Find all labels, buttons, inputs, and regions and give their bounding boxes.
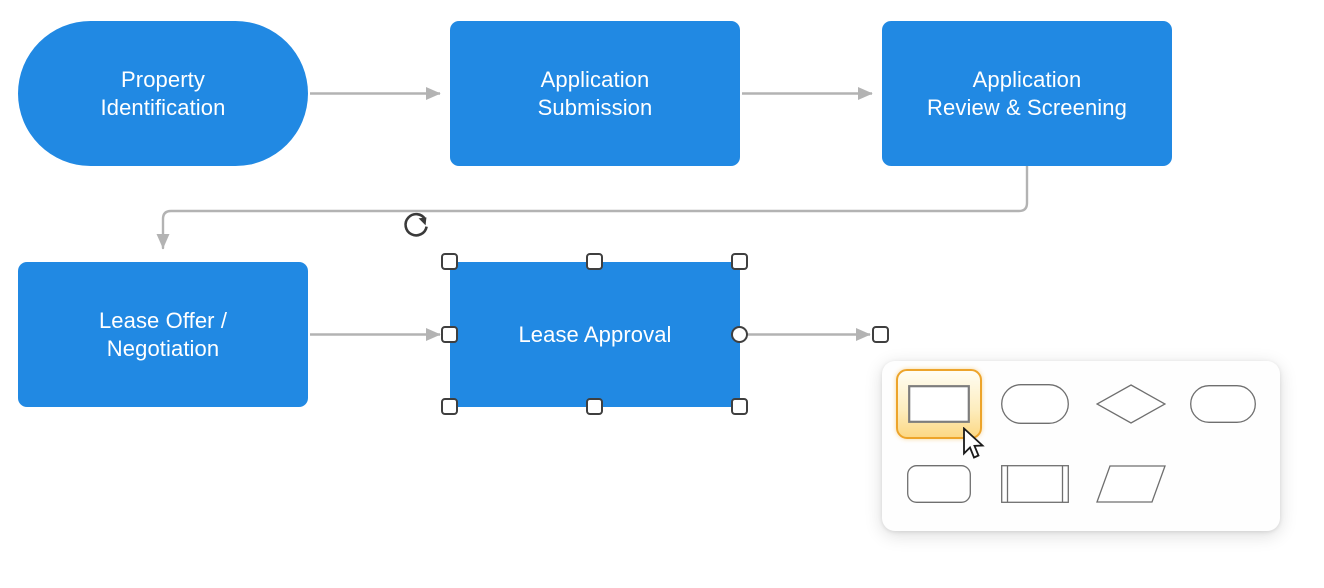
node-lease-offer-negotiation[interactable]: Lease Offer / Negotiation — [18, 262, 308, 407]
rectangle-shape-icon — [908, 385, 970, 423]
resize-handle-middle-left[interactable] — [441, 326, 458, 343]
node-lease-approval[interactable]: Lease Approval — [450, 262, 740, 407]
node-label: Lease Offer / Negotiation — [98, 307, 228, 361]
edge-review-to-offer[interactable] — [156, 164, 1029, 250]
shape-option-pill[interactable] — [1180, 369, 1266, 439]
node-label: Application Submission — [537, 66, 653, 120]
shape-palette-row-1 — [882, 361, 1280, 447]
resize-handle-top-right[interactable] — [731, 253, 748, 270]
shape-option-stadium[interactable] — [992, 369, 1078, 439]
node-application-review-screening[interactable]: Application Review & Screening — [882, 21, 1172, 166]
shape-option-diamond[interactable] — [1088, 369, 1174, 439]
shape-option-predefined-process[interactable] — [992, 453, 1078, 515]
resize-handle-top-left[interactable] — [441, 253, 458, 270]
shape-option-rounded-rectangle[interactable] — [896, 453, 982, 515]
node-application-submission[interactable]: Application Submission — [450, 21, 740, 166]
shape-palette-row-2 — [882, 449, 1280, 519]
diamond-shape-icon — [1096, 384, 1166, 424]
resize-handle-bottom-center[interactable] — [586, 398, 603, 415]
resize-handle-bottom-right[interactable] — [731, 398, 748, 415]
predefined-process-shape-icon — [1001, 465, 1069, 503]
connection-handle-middle-right[interactable] — [731, 326, 748, 343]
resize-handle-bottom-left[interactable] — [441, 398, 458, 415]
rounded-rectangle-shape-icon — [907, 465, 971, 503]
shape-picker-popup[interactable] — [882, 361, 1280, 531]
parallelogram-shape-icon — [1096, 465, 1166, 503]
stadium-shape-icon — [1001, 384, 1069, 424]
node-label: Application Review & Screening — [927, 66, 1127, 120]
shape-option-parallelogram[interactable] — [1088, 453, 1174, 515]
resize-handle-top-center[interactable] — [586, 253, 603, 270]
pill-shape-icon — [1190, 385, 1256, 423]
node-label: Property Identification — [100, 66, 226, 120]
node-label: Lease Approval — [518, 321, 672, 347]
rotate-icon[interactable] — [399, 209, 433, 243]
node-property-identification[interactable]: Property Identification — [18, 21, 308, 166]
shape-option-rectangle[interactable] — [896, 369, 982, 439]
edge-endpoint-handle[interactable] — [872, 326, 889, 343]
